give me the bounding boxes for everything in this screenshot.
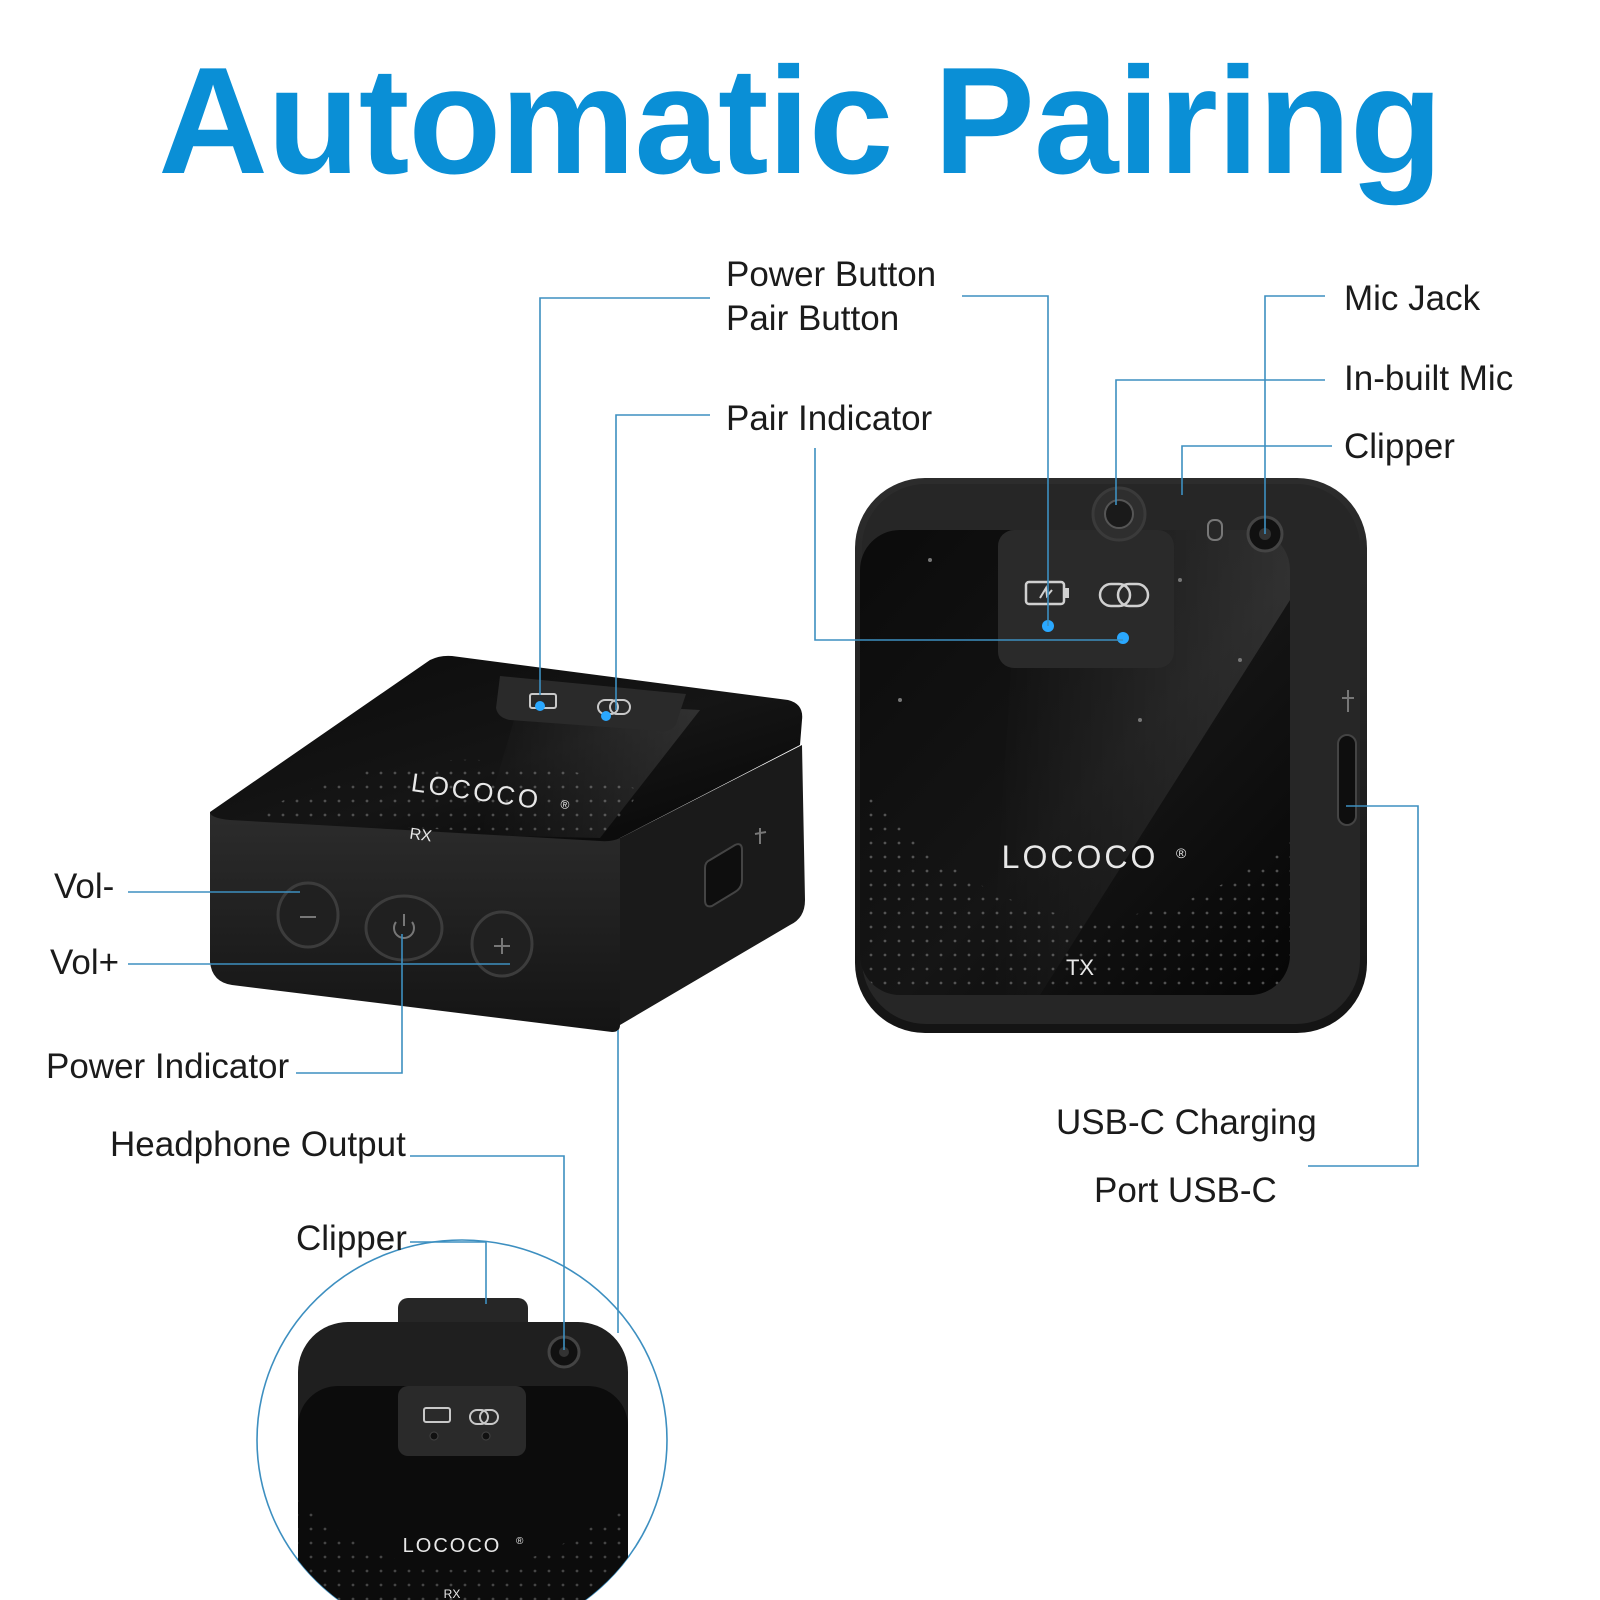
link-icon [469, 1409, 499, 1425]
mic-icon [1207, 519, 1223, 541]
label-pair-indicator: Pair Indicator [726, 399, 933, 438]
rx-detail-indicator-panel [398, 1386, 526, 1456]
label-power-indicator: Power Indicator [46, 1047, 290, 1086]
page-title: Automatic Pairing [158, 36, 1443, 206]
battery-icon [1024, 580, 1069, 606]
label-headphone-output: Headphone Output [110, 1125, 406, 1164]
link-icon [1098, 582, 1150, 608]
plus-icon [494, 938, 510, 954]
power-icon [393, 914, 415, 939]
leader-power-button-rx [539, 297, 710, 695]
rx-detail-view: LOCOCO ® RX [256, 1239, 668, 1600]
label-vol-minus: Vol- [54, 867, 115, 906]
rx-power-indicator-led [535, 701, 545, 711]
label-mic-jack: Mic Jack [1344, 279, 1481, 318]
leader-clipper-tx [1181, 445, 1332, 495]
leader-power-indicator [296, 934, 403, 1074]
power-button [364, 894, 444, 962]
rx-usbc-port [704, 843, 743, 908]
label-pair-button: Pair Button [726, 299, 900, 338]
tx-usbc-port [1337, 734, 1357, 826]
vol-minus-button [276, 881, 340, 949]
rx-detail-model-label: RX [444, 1587, 461, 1600]
label-inbuilt-mic: In-built Mic [1344, 359, 1514, 398]
usb-icon [1342, 690, 1354, 712]
leader-inbuilt-mic [1115, 379, 1325, 505]
rx-pair-indicator-led [601, 711, 611, 721]
rx-registered-mark: ® [560, 797, 571, 812]
tx-indicator-panel [998, 530, 1174, 668]
rx-detail-brand: LOCOCO [403, 1535, 502, 1557]
label-usbc-charging: USB-C Charging [1056, 1103, 1317, 1142]
rx-detail-registered-mark: ® [516, 1536, 524, 1547]
rx-model-label: RX [408, 826, 433, 846]
tx-pair-indicator-led [1117, 632, 1129, 644]
leader-lines [128, 295, 1419, 1350]
tx-registered-mark: ® [1176, 845, 1187, 861]
rx-device: LOCOCO ® RX [210, 655, 805, 1032]
rx-indicator-panel [496, 676, 686, 732]
leader-usbc-charging [1308, 805, 1419, 1167]
leader-pair-indicator-tx [814, 448, 1123, 641]
label-power-button: Power Button [726, 255, 937, 294]
battery-icon [423, 1407, 451, 1423]
leader-clipper-rx [410, 1241, 487, 1304]
label-port-usbc: Port USB-C [1094, 1171, 1277, 1210]
tx-brand: LOCOCO [1002, 839, 1159, 875]
leader-mic-jack [1264, 295, 1325, 534]
leader-power-button-tx [962, 295, 1049, 626]
leader-pair-indicator-rx [615, 414, 710, 710]
label-vol-plus: Vol+ [50, 943, 120, 982]
label-clipper-rx: Clipper [296, 1219, 407, 1258]
vol-plus-button [470, 910, 534, 978]
tx-device: LOCOCO ® TX [855, 478, 1367, 1033]
label-clipper-tx: Clipper [1344, 427, 1455, 466]
tx-model-label: TX [1066, 955, 1094, 980]
usb-icon [754, 828, 767, 844]
leader-headphone-output [410, 1155, 565, 1350]
